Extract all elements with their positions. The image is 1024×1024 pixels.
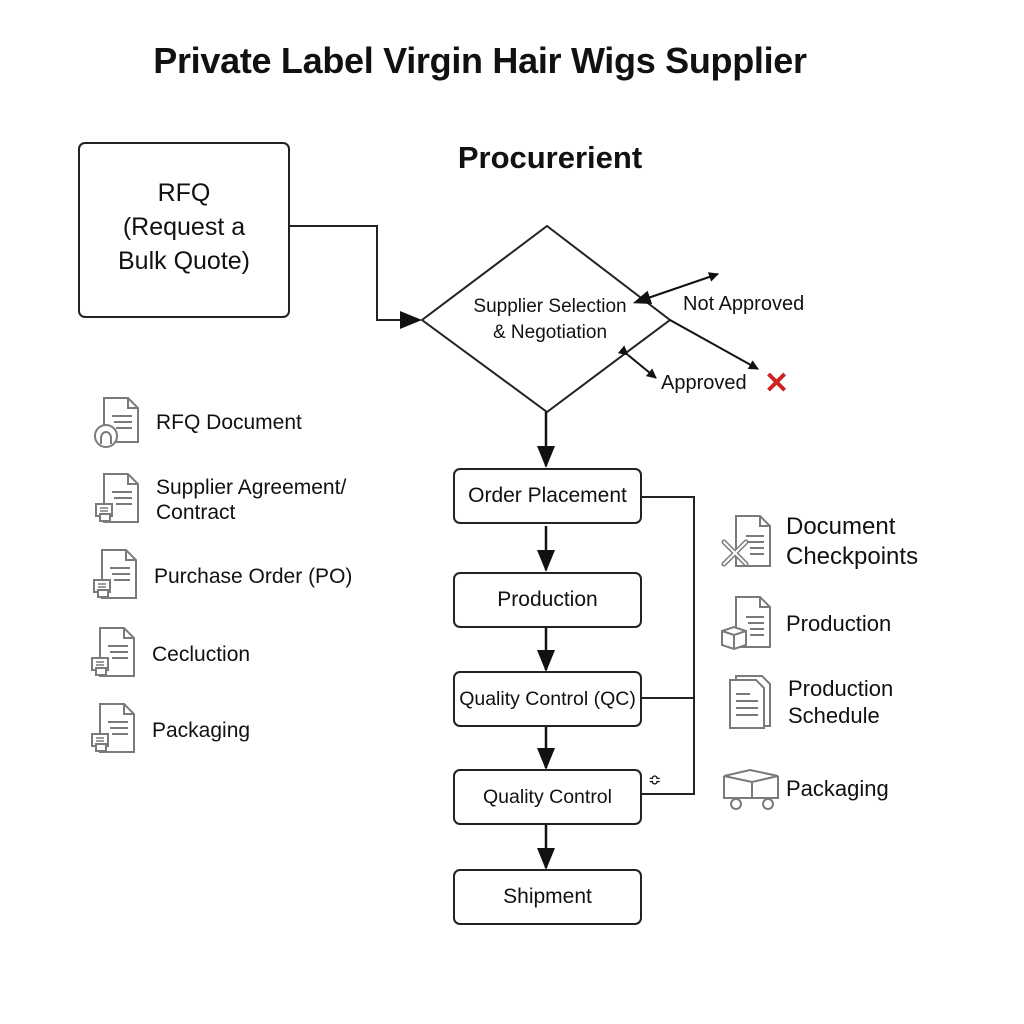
rfq-box-line1: RFQ — [157, 179, 211, 207]
step-quality-control: Quality Control — [453, 769, 642, 825]
document-printer-icon — [95, 473, 139, 523]
legend-item-production-schedule: Production Schedule — [722, 672, 893, 732]
document-printer-icon — [93, 549, 137, 599]
red-x-icon: ✕ — [764, 367, 790, 400]
approved-label: Approved — [661, 372, 747, 394]
legend-item-production: Production — [720, 593, 891, 653]
legend-item-cecluction: Cecluction — [86, 624, 250, 684]
step-shipment: Shipment — [453, 869, 642, 925]
step-order-placement: Order Placement — [453, 468, 642, 524]
legend-label-line1: Supplier Agreement/ — [156, 476, 347, 499]
decision-label: Supplier Selection & Negotiation — [440, 294, 660, 346]
not-approved-arrow — [632, 272, 719, 304]
decision-label-line2: & Negotiation — [492, 322, 608, 343]
legend-item-document-checkpoints: Document Checkpoints — [720, 512, 918, 572]
document-user-icon — [94, 397, 139, 448]
legend-item-packaging: Packaging — [86, 700, 250, 760]
legend-label: Production — [786, 610, 892, 636]
legend-label-line2: Contract — [156, 501, 236, 524]
legend-label: Packaging — [786, 775, 889, 801]
rfq-box-line2: (Request a — [122, 213, 246, 241]
legend-item-packaging-right: Packaging — [720, 758, 889, 818]
legend-label-line2: Schedule — [788, 703, 880, 728]
legend-label: Cecluction — [152, 642, 251, 666]
feedback-connector — [642, 496, 695, 795]
legend-label: Document Checkpoints — [786, 512, 918, 572]
step-quality-control-qc: Quality Control (QC) — [453, 671, 642, 727]
box-cart-icon — [723, 768, 779, 810]
legend-label: Packaging — [152, 718, 251, 742]
rfq-box: RFQ (Request a Bulk Quote) — [78, 142, 290, 318]
reject-arrow — [669, 319, 759, 370]
legend-label: Production Schedule — [788, 675, 893, 729]
legend-label-line1: Document — [786, 513, 896, 540]
step-production: Production — [453, 572, 642, 628]
page-title: Private Label Virgin Hair Wigs Supplier — [153, 40, 807, 81]
document-box-icon — [721, 596, 771, 651]
stacked-documents-icon — [729, 675, 771, 729]
legend-label-line1: Production — [788, 676, 894, 701]
document-printer-icon — [91, 703, 135, 753]
section-title: Procurerient — [457, 140, 643, 175]
not-approved-label: Not Approved — [683, 293, 805, 315]
legend-item-rfq-document: RFQ Document — [90, 392, 302, 452]
stray-glyph: ≎ — [648, 772, 662, 789]
decision-label-line1: Supplier Selection — [473, 296, 627, 317]
document-x-icon — [721, 515, 771, 567]
rfq-box-line3: Bulk Quote) — [117, 247, 250, 275]
legend-label: Supplier Agreement/ Contract — [156, 475, 346, 525]
connector-rfq-to-decision — [290, 225, 422, 329]
document-printer-icon — [91, 627, 135, 677]
legend-label-line2: Checkpoints — [786, 543, 919, 570]
approved-arrow — [617, 345, 657, 379]
legend-label: Purchase Order (PO) — [154, 564, 353, 588]
legend-item-purchase-order: Purchase Order (PO) — [88, 546, 352, 606]
legend-label: RFQ Document — [156, 410, 302, 434]
legend-item-supplier-agreement: Supplier Agreement/ Contract — [90, 470, 346, 530]
